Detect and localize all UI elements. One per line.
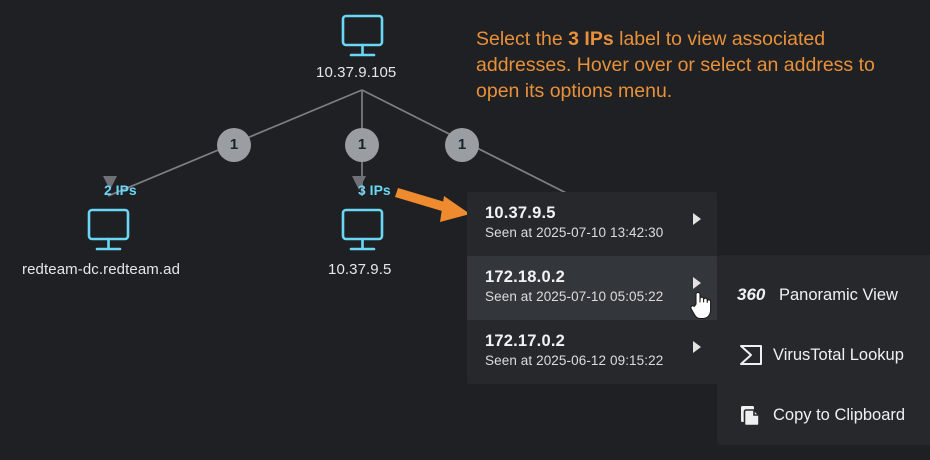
left-child-label: redteam-dc.redteam.ad bbox=[22, 261, 181, 278]
collapse-triangle-middle[interactable] bbox=[352, 176, 366, 190]
monitor-icon-root[interactable] bbox=[341, 14, 384, 57]
monitor-icon-middle-child[interactable] bbox=[341, 208, 384, 251]
ip-address: 10.37.9.5 bbox=[485, 204, 556, 222]
callout-highlight: 3 IPs bbox=[568, 28, 614, 50]
callout-text-part2: label to view associated addresses. Hove… bbox=[476, 28, 875, 102]
monitor-icon-left-child[interactable] bbox=[87, 208, 130, 251]
ip-seen-timestamp: Seen at 2025-07-10 13:42:30 bbox=[485, 225, 664, 240]
virustotal-icon bbox=[737, 341, 767, 369]
ip-address: 172.17.0.2 bbox=[485, 332, 565, 350]
ip-list-item[interactable]: 172.18.0.2 Seen at 2025-07-10 05:05:22 bbox=[467, 256, 717, 320]
middle-child-label: 10.37.9.5 bbox=[328, 261, 392, 278]
copy-icon bbox=[737, 401, 767, 429]
ip-seen-timestamp: Seen at 2025-07-10 05:05:22 bbox=[485, 289, 664, 304]
chevron-right-icon[interactable] bbox=[693, 213, 701, 225]
menu-item-copy-to-clipboard[interactable]: Copy to Clipboard bbox=[717, 385, 930, 445]
chevron-right-icon[interactable] bbox=[693, 341, 701, 353]
address-options-menu[interactable]: 360 Panoramic View VirusTotal Lookup Cop… bbox=[717, 255, 930, 445]
instruction-callout: Select the 3 IPs label to view associate… bbox=[476, 26, 916, 104]
menu-item-label: Panoramic View bbox=[779, 285, 898, 304]
menu-item-label: Copy to Clipboard bbox=[773, 405, 906, 424]
menu-item-panoramic-view[interactable]: 360 Panoramic View bbox=[717, 265, 930, 325]
ip-count-label-left[interactable]: 2 IPs bbox=[104, 182, 137, 198]
chevron-right-icon[interactable] bbox=[693, 277, 701, 289]
edge-badge-right[interactable] bbox=[445, 128, 479, 162]
hand-pointer-cursor bbox=[690, 291, 712, 320]
edge-badge-middle[interactable] bbox=[345, 128, 379, 162]
callout-text-part1: Select the bbox=[476, 28, 569, 50]
ip-list-item[interactable]: 10.37.9.5 Seen at 2025-07-10 13:42:30 bbox=[467, 192, 717, 256]
menu-item-label: VirusTotal Lookup bbox=[773, 345, 904, 364]
360-icon: 360 bbox=[737, 285, 766, 304]
ip-address: 172.18.0.2 bbox=[485, 268, 565, 286]
ip-count-label-middle[interactable]: 3 IPs bbox=[358, 182, 391, 198]
collapse-triangle-left[interactable] bbox=[103, 176, 117, 190]
edge-badge-left[interactable] bbox=[217, 128, 251, 162]
annotation-arrow bbox=[395, 188, 470, 222]
menu-item-virustotal-lookup[interactable]: VirusTotal Lookup bbox=[717, 325, 930, 385]
ip-seen-timestamp: Seen at 2025-06-12 09:15:22 bbox=[485, 353, 664, 368]
root-node-label: 10.37.9.105 bbox=[316, 64, 397, 81]
ip-list-item[interactable]: 172.17.0.2 Seen at 2025-06-12 09:15:22 bbox=[467, 320, 717, 384]
ip-address-list-panel[interactable]: 10.37.9.5 Seen at 2025-07-10 13:42:30 17… bbox=[467, 192, 717, 384]
edge-right bbox=[361, 89, 601, 211]
